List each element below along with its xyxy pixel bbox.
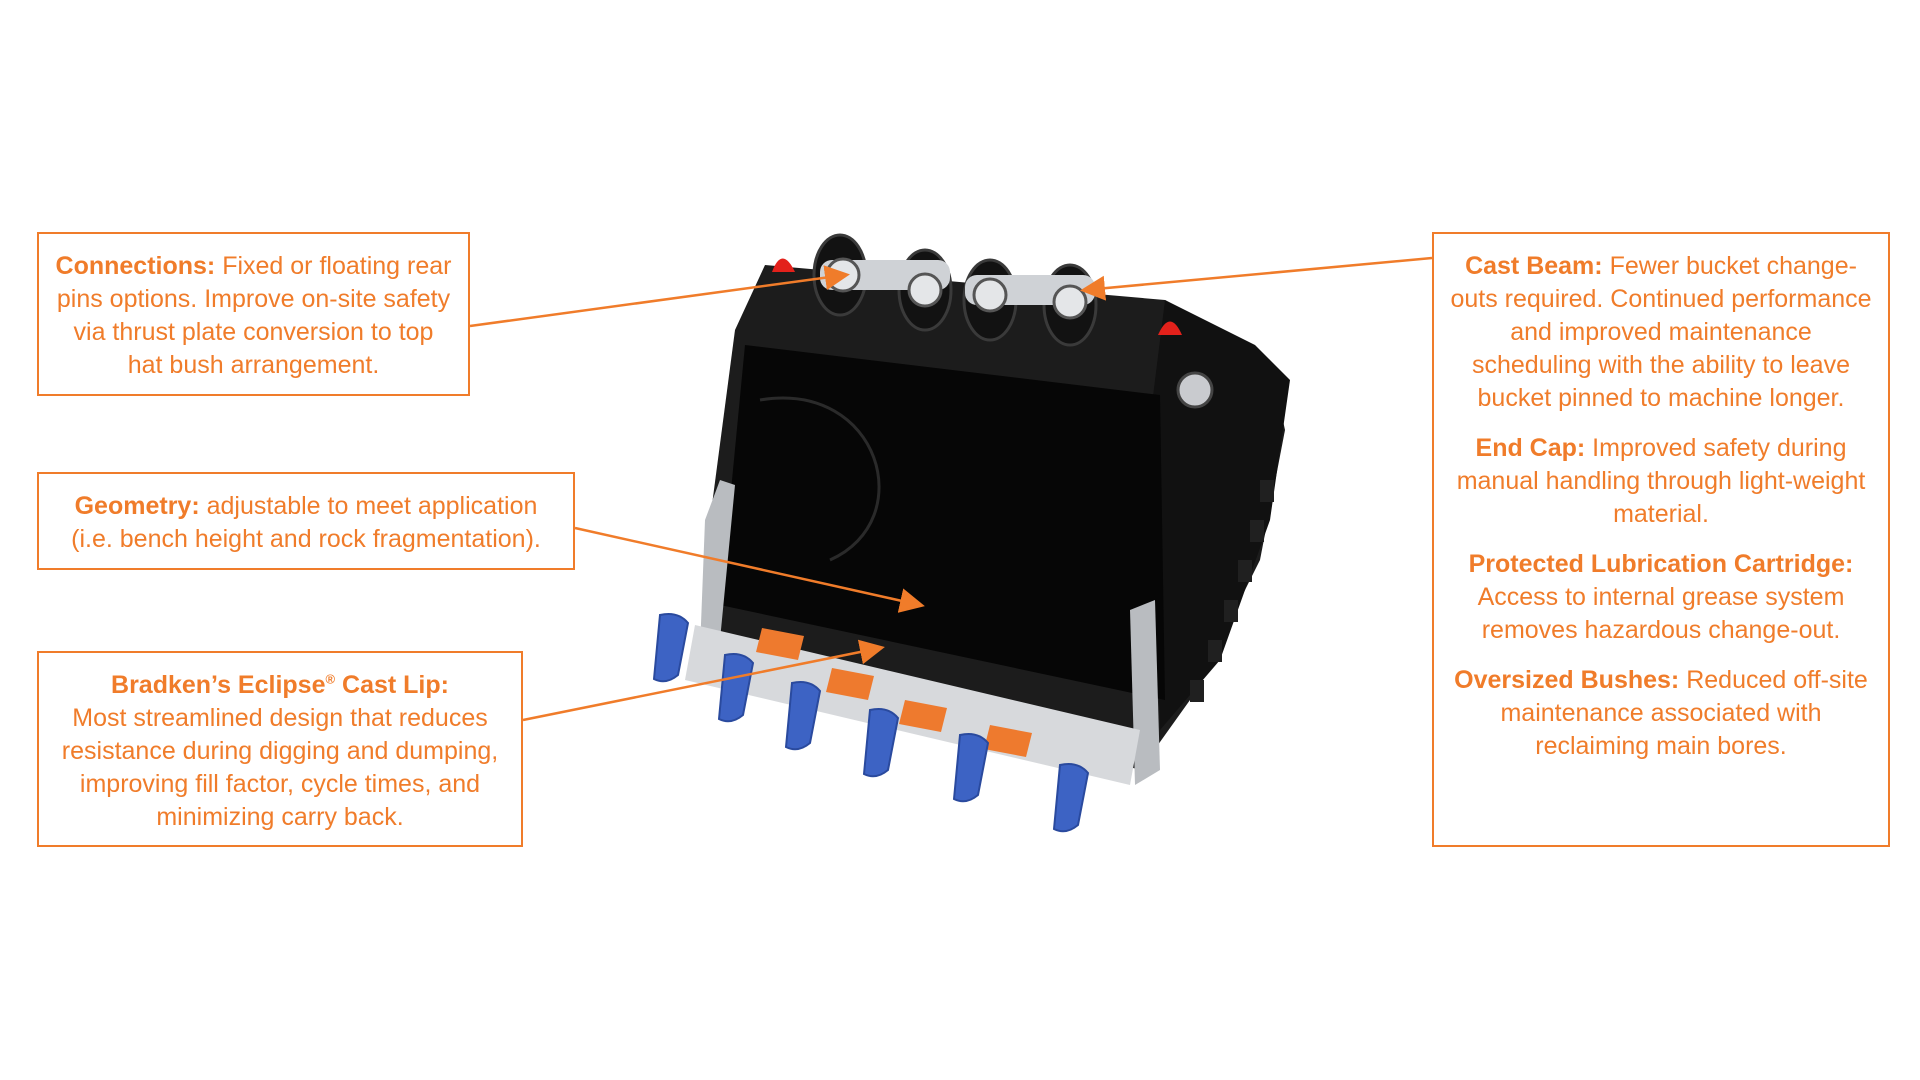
- side-bush: [1176, 371, 1214, 409]
- bushes-body: Reduced off-site maintenance associated …: [1500, 666, 1868, 760]
- wear-button: [1190, 680, 1204, 702]
- end-cap-paragraph: End Cap: Improved safety during manual h…: [1448, 432, 1874, 531]
- lubrication-heading: Protected Lubrication Cartridge:: [1468, 550, 1854, 578]
- connections-body: Fixed or floating rear pins options. Imp…: [56, 252, 452, 379]
- cast-beam-body: Fewer bucket change-outs required. Conti…: [1450, 252, 1872, 412]
- cast-beam-paragraph: Cast Beam: Fewer bucket change-outs requ…: [1448, 250, 1874, 415]
- cast-beam-leader: [1080, 256, 1433, 301]
- connections-leader: [469, 265, 850, 328]
- side-plate-left: [700, 480, 735, 650]
- bowl-curve: [759, 396, 881, 562]
- geometry-heading: Geometry:: [74, 492, 200, 520]
- bushes-heading: Oversized Bushes:: [1454, 666, 1680, 694]
- geometry-leader: [574, 526, 925, 613]
- connections-callout: Connections: Fixed or floating rear pins…: [37, 232, 470, 396]
- registered-mark: ®: [325, 671, 336, 687]
- bucket-tooth: [1052, 763, 1090, 833]
- lip-leader: [522, 639, 885, 722]
- features-callout: Cast Beam: Fewer bucket change-outs requ…: [1432, 232, 1890, 847]
- lip-adapter: [899, 700, 947, 732]
- bucket-tooth: [717, 653, 755, 723]
- lip-body: Most streamlined design that reduces res…: [61, 704, 499, 831]
- connections-heading: Connections:: [55, 252, 216, 280]
- geometry-body: adjustable to meet application (i.e. ben…: [71, 492, 541, 553]
- pin-end: [1052, 284, 1088, 320]
- cast-lip-callout: Bradken’s Eclipse® Cast Lip: Most stream…: [37, 651, 523, 847]
- cast-beam-heading: Cast Beam:: [1465, 252, 1603, 280]
- end-cap-body: Improved safety during manual handling t…: [1456, 434, 1866, 528]
- wear-button: [1208, 640, 1222, 662]
- pin-end: [907, 272, 943, 308]
- lip-adapter: [984, 725, 1032, 757]
- geometry-callout: Geometry: adjustable to meet application…: [37, 472, 575, 570]
- lip-adapter: [826, 668, 874, 700]
- bucket-tooth: [652, 613, 690, 683]
- bucket-tooth: [862, 708, 900, 778]
- bushes-paragraph: Oversized Bushes: Reduced off-site maint…: [1448, 664, 1874, 763]
- wear-button: [1224, 600, 1238, 622]
- bucket-tooth: [952, 733, 990, 803]
- wear-button: [1238, 560, 1252, 582]
- lifting-lug-right: [1158, 321, 1182, 335]
- pin-end: [972, 277, 1008, 313]
- wear-button: [1260, 480, 1274, 502]
- end-cap-heading: End Cap:: [1475, 434, 1586, 462]
- lubrication-paragraph: Protected Lubrication Cartridge: Access …: [1448, 548, 1874, 647]
- bucket-tooth: [784, 681, 822, 751]
- end-cap: [1150, 300, 1290, 730]
- lifting-lug-left: [772, 258, 795, 272]
- wear-button: [1250, 520, 1264, 542]
- bucket-bowl: [720, 345, 1165, 700]
- lip-adapter: [756, 628, 804, 660]
- lubrication-body: Access to internal grease system removes…: [1477, 583, 1845, 644]
- lip-heading: Bradken’s Eclipse® Cast Lip:: [111, 671, 449, 699]
